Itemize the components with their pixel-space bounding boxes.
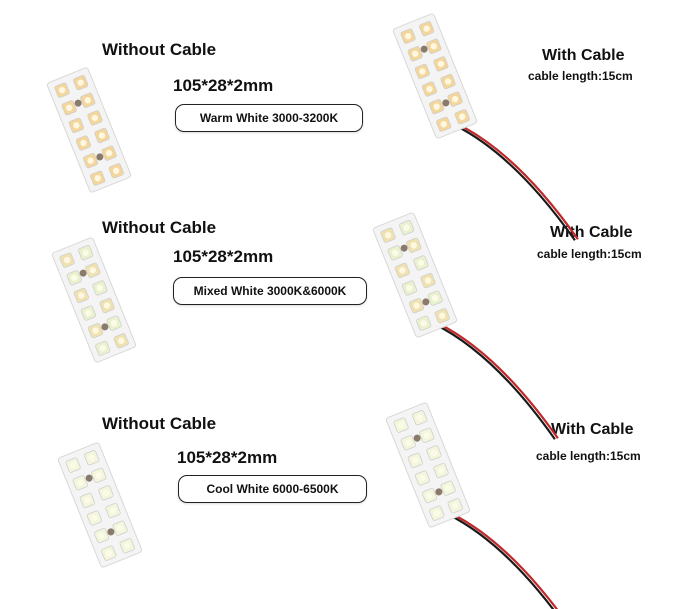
pcb-board (57, 442, 143, 568)
with-cable-label-3: With Cable (551, 421, 634, 438)
cable-wires (454, 123, 579, 241)
cable-wires (447, 512, 559, 609)
size-label-1: 105*28*2mm (173, 76, 274, 95)
pcb-board (51, 237, 137, 363)
variant-badge-2: Mixed White 3000K&6000K (173, 277, 367, 305)
cable-length-label-3: cable length:15cm (536, 449, 641, 463)
cable-length-label-2: cable length:15cm (537, 247, 642, 261)
without-cable-label-3: Without Cable (102, 414, 217, 433)
pcb-board (46, 67, 132, 193)
size-label-2: 105*28*2mm (173, 247, 274, 266)
pcb-board (385, 402, 471, 528)
size-label-3: 105*28*2mm (177, 448, 278, 467)
variant-badge-3: Cool White 6000-6500K (178, 475, 367, 503)
without-cable-label-2: Without Cable (102, 218, 217, 237)
cable-wires (434, 322, 559, 440)
with-cable-label-1: With Cable (542, 47, 625, 64)
without-cable-label-1: Without Cable (102, 40, 217, 59)
pcb-board (392, 13, 478, 139)
pcb-board (372, 212, 458, 338)
variant-badge-1: Warm White 3000-3200K (175, 104, 363, 132)
cable-length-label-1: cable length:15cm (528, 69, 633, 83)
